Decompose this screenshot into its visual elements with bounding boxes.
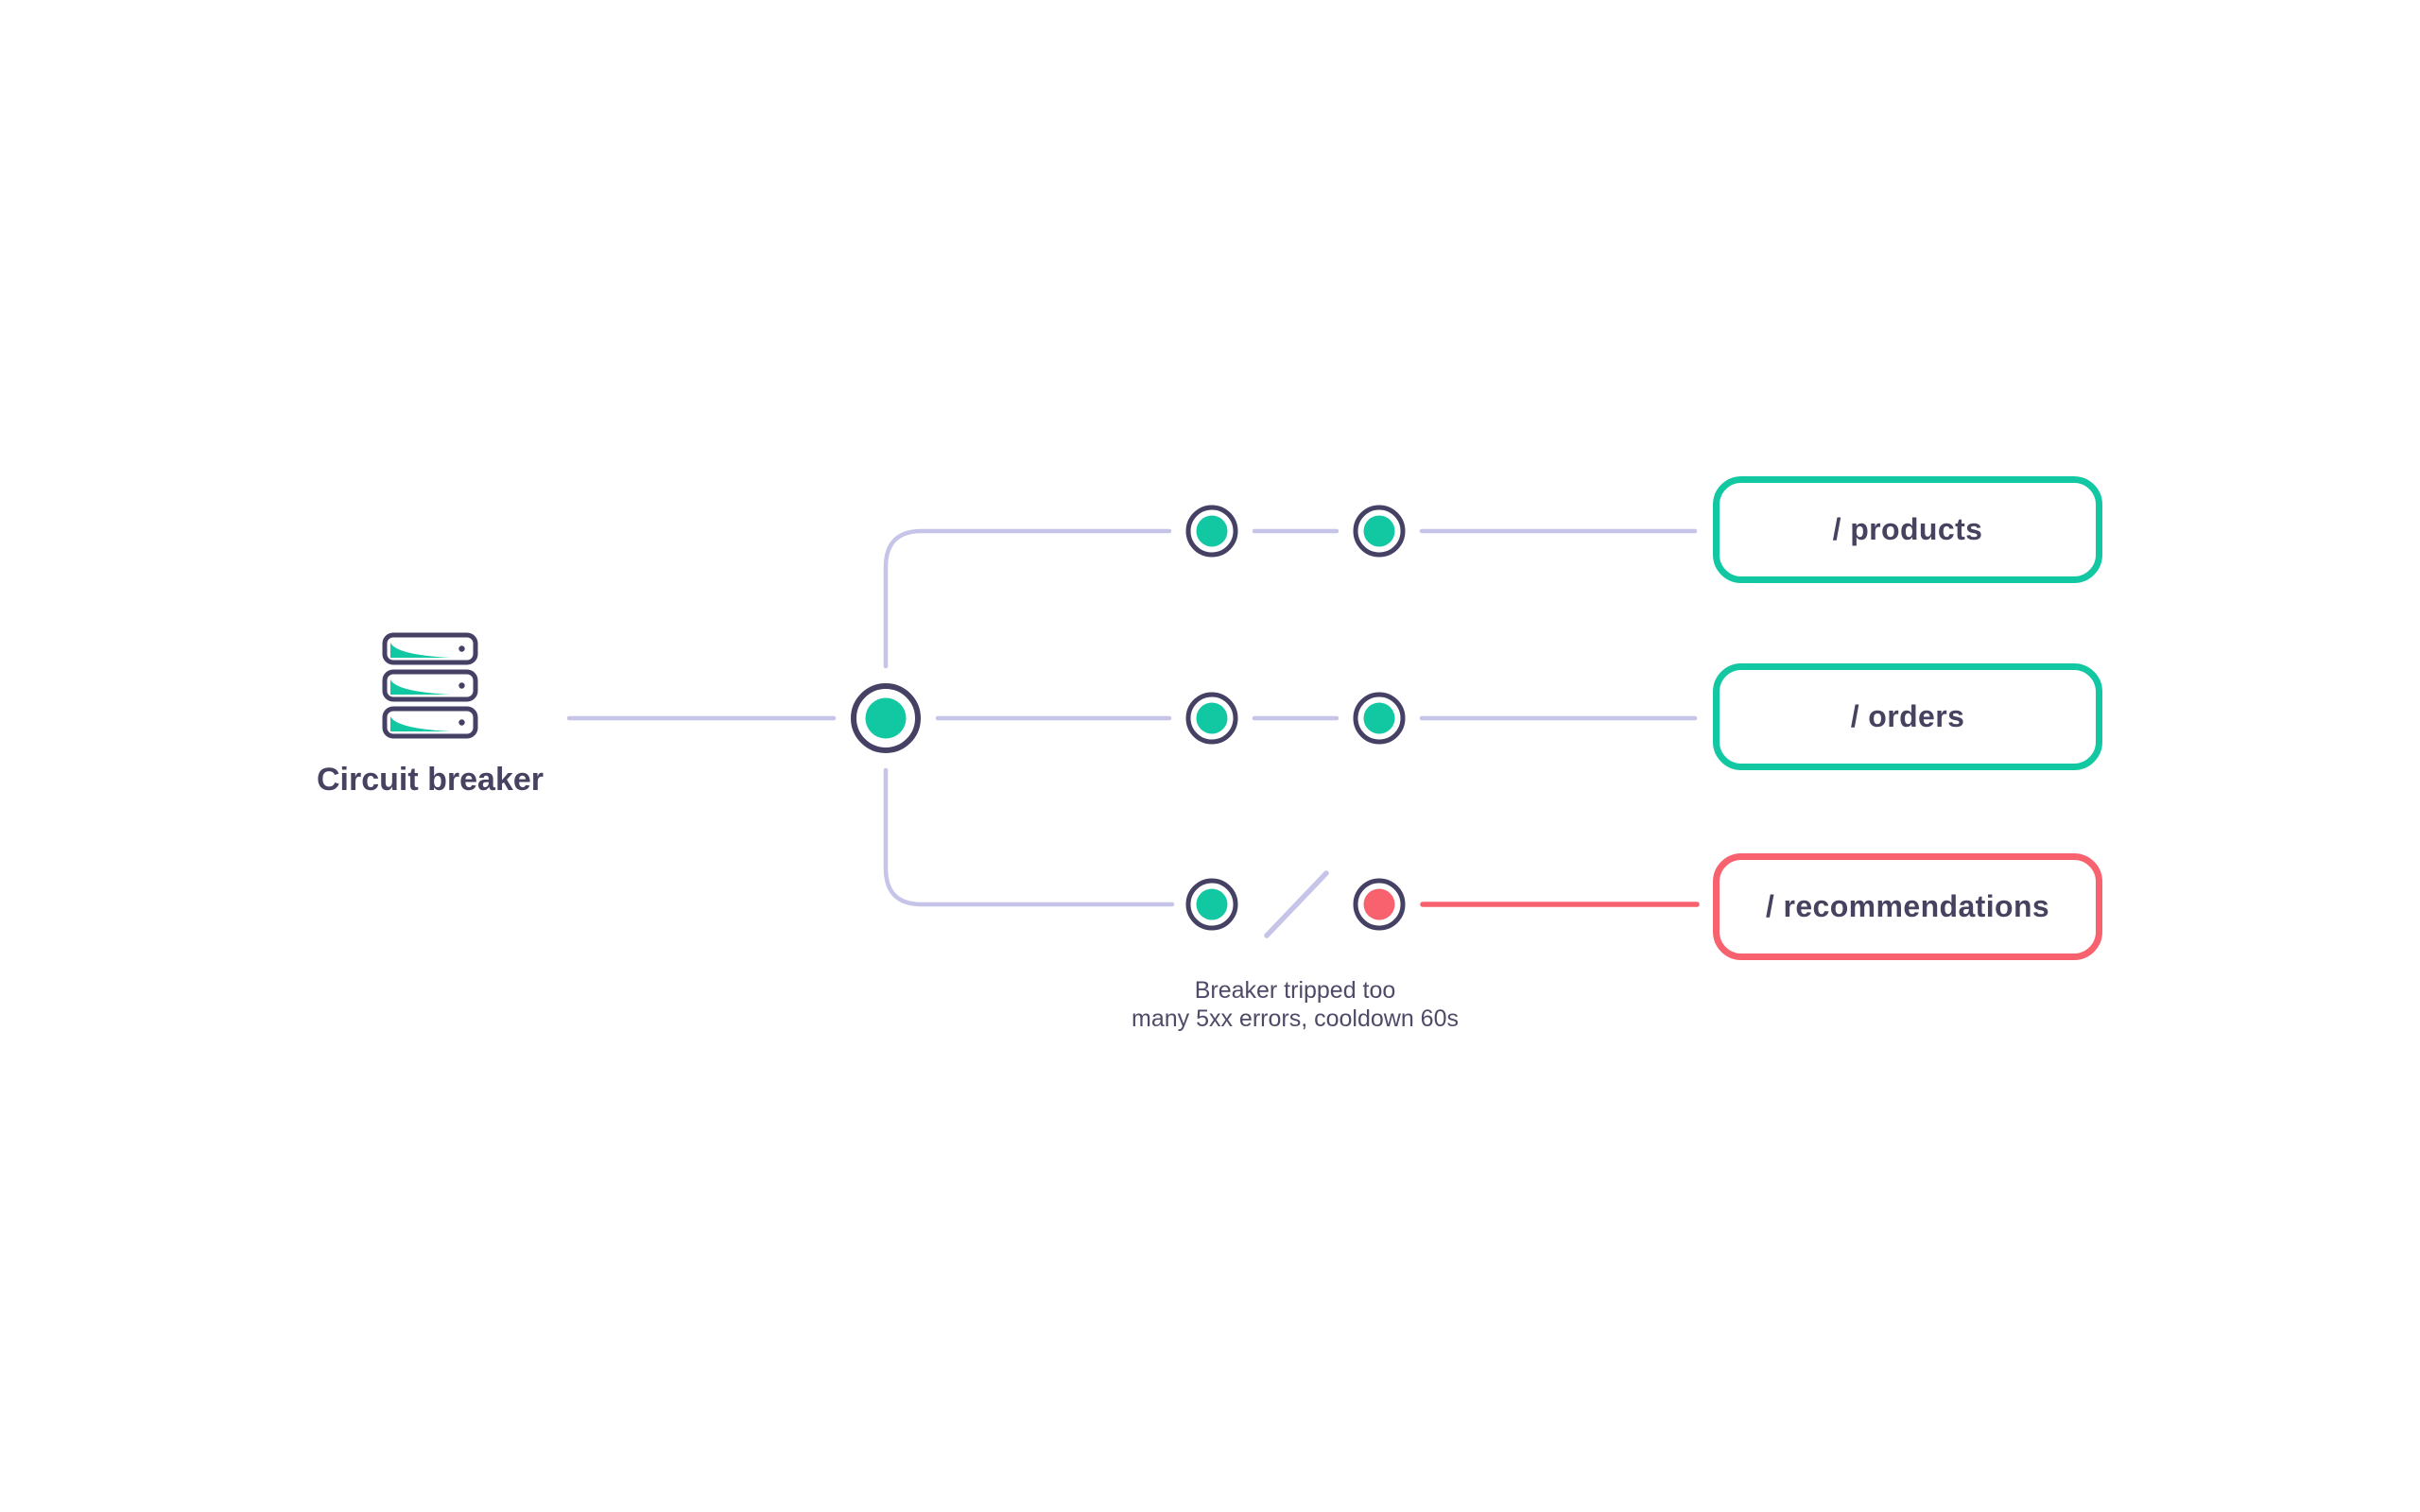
wire-branch-bottom [883,767,1175,907]
node-orders-hop2 [1353,692,1406,745]
breaker-annotation: Breaker tripped too many 5xx errors, coo… [1106,976,1484,1033]
server-bar-3 [382,706,478,739]
activity-swoosh-icon [390,716,451,731]
server-bar-2 [382,669,478,702]
tripped-dot [1363,888,1395,920]
node-products-hop2 [1353,505,1406,558]
node-recommendations-tripped [1353,878,1406,931]
healthy-dot [1363,515,1395,547]
node-products-hop1 [1185,505,1238,558]
node-recommendations-hop1 [1185,878,1238,931]
endpoint-recommendations-label: / recommendations [1765,889,2050,923]
breaker-annotation-line2: many 5xx errors, cooldown 60s [1132,1005,1459,1032]
endpoint-recommendations: / recommendations [1713,853,2102,960]
node-orders-hop1 [1185,692,1238,745]
server-led-icon [458,719,465,726]
server-stack-icon [382,632,478,739]
source-label: Circuit breaker [317,762,544,798]
wire-branch-top [883,528,1172,669]
open-switch-slash-icon [1264,870,1329,938]
endpoint-products: / products [1713,476,2102,583]
breaker-state-closed-dot [865,697,907,739]
endpoint-products-label: / products [1832,512,1983,546]
activity-swoosh-icon [390,643,451,658]
healthy-dot [1196,888,1228,920]
server-led-icon [458,645,465,652]
healthy-dot [1196,515,1228,547]
breaker-main-node [851,683,921,753]
server-led-icon [458,682,465,689]
healthy-dot [1363,702,1395,734]
healthy-dot [1196,702,1228,734]
activity-swoosh-icon [390,679,451,695]
endpoint-orders: / orders [1713,663,2102,770]
server-bar-1 [382,632,478,665]
breaker-annotation-line1: Breaker tripped too [1194,977,1396,1004]
endpoint-orders-label: / orders [1850,699,1965,733]
